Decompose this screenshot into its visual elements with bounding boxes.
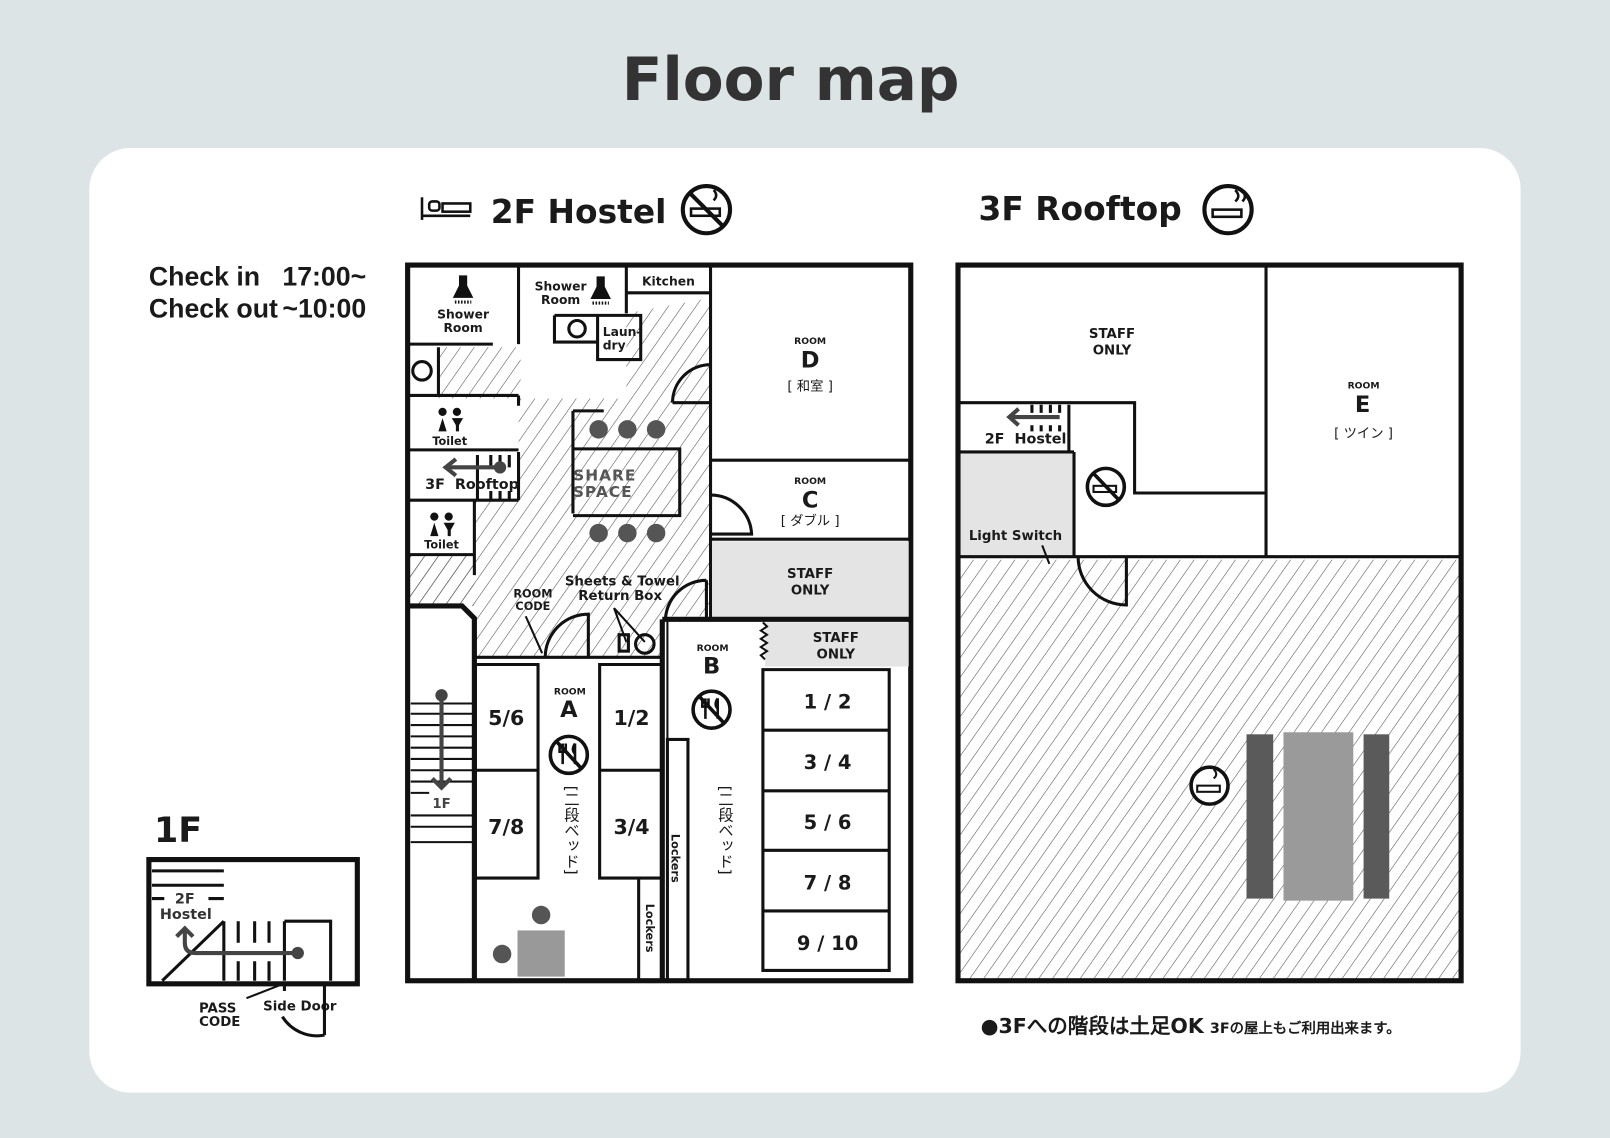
laundry-label: dry xyxy=(603,338,626,352)
page-title: Floor map xyxy=(622,46,960,115)
room-c-type: [ ダブル ] xyxy=(781,512,840,529)
return-box-label: Return Box xyxy=(578,589,662,604)
seat-icons xyxy=(589,420,666,543)
checkin-time: 17:00~ xyxy=(282,262,366,292)
stairs-2f-label: Hostel xyxy=(160,907,212,923)
no-eating-icon xyxy=(691,689,732,730)
bed-label: 3/4 xyxy=(613,815,649,839)
toilet-label: Toilet xyxy=(424,538,459,551)
staff-only-label: STAFF xyxy=(1089,327,1135,342)
no-smoking-icon xyxy=(1085,466,1127,508)
arrow-up-icon xyxy=(175,925,304,960)
room-e-label: E xyxy=(1355,392,1370,418)
staff-only-label: STAFF xyxy=(813,631,859,646)
bed-label: 7 / 8 xyxy=(804,871,852,894)
room-b-label: B xyxy=(703,654,720,680)
arrow-down-icon xyxy=(430,689,453,791)
floor3-title: 3F Rooftop xyxy=(979,190,1182,228)
toilet-icon xyxy=(430,512,455,537)
floor2-plan: Shower Room Shower Room Kitchen Laun- dr… xyxy=(405,262,914,984)
smoking-icon xyxy=(1189,765,1230,806)
arrow-left-icon xyxy=(1006,407,1060,427)
table xyxy=(517,930,565,977)
footer-note: ●3Fへの階段は土足OK 3Fの屋上もご利用出来ます。 xyxy=(981,1014,1401,1038)
floor1-title: 1F xyxy=(154,811,202,851)
lockers-label: Lockers xyxy=(669,834,682,883)
shower-room-label: Room xyxy=(541,293,580,307)
bed-icon xyxy=(420,197,472,220)
shower-icon xyxy=(590,276,611,305)
floor2-title: 2F Hostel xyxy=(491,193,667,231)
shower-room-label: Shower xyxy=(535,280,588,294)
footer-main: ●3Fへの階段は土足OK xyxy=(981,1014,1205,1038)
stairs-2f-label: 2F Hostel xyxy=(985,432,1067,448)
pass-code-label: PASS xyxy=(199,1002,236,1017)
room-b-type: [二段ベッド] xyxy=(716,786,734,875)
staff-only-label: ONLY xyxy=(817,647,856,662)
room-word: ROOM xyxy=(794,336,826,347)
floor1-plan: 1F 2F Hostel PASS CODE Side Door xyxy=(146,811,360,1038)
shower-room-label: Room xyxy=(443,321,482,335)
staff-only-label: STAFF xyxy=(787,567,833,582)
bed-label: 7/8 xyxy=(488,815,524,839)
check-times: Check in 17:00~ Check out ~10:00 xyxy=(149,262,366,324)
floor3-plan: 2F Hostel STAFF ONLY Light Switch ROOM E… xyxy=(955,262,1464,984)
bed-label: 5/6 xyxy=(488,706,524,730)
side-door-label: Side Door xyxy=(263,1000,337,1015)
smoking-icon xyxy=(1202,183,1254,236)
share-space-label: SPACE xyxy=(573,483,633,501)
room-code-label: CODE xyxy=(515,600,550,613)
light-switch-label: Light Switch xyxy=(969,529,1062,544)
washer-icon xyxy=(567,318,587,339)
bed-label: 3 / 4 xyxy=(804,751,852,774)
bed-label: 5 / 6 xyxy=(804,811,852,834)
room-word: ROOM xyxy=(554,686,586,697)
room-a-type: [二段ベッド] xyxy=(562,786,580,875)
no-smoking-icon xyxy=(680,183,733,236)
bed-label: 9 / 10 xyxy=(797,932,858,955)
checkout-label: Check out xyxy=(149,293,278,323)
footer-sub: 3Fの屋上もご利用出来ます。 xyxy=(1210,1019,1401,1037)
room-code-label: ROOM xyxy=(513,588,552,601)
shower-room-label: Shower xyxy=(437,307,490,321)
checkout-time: ~10:00 xyxy=(282,293,366,323)
bench xyxy=(1363,734,1390,899)
staff-only-label: ONLY xyxy=(1093,343,1132,358)
arrow-left-icon xyxy=(442,457,507,478)
bench xyxy=(1246,734,1274,899)
share-space-label: SHARE xyxy=(573,467,636,485)
laundry-label: Laun- xyxy=(603,325,642,339)
room-c-label: C xyxy=(802,487,819,513)
stairs-1f-label: 1F xyxy=(432,797,450,812)
room-word: ROOM xyxy=(794,476,826,487)
staff-only-label: ONLY xyxy=(791,584,830,599)
bed-label: 1/2 xyxy=(613,706,649,730)
toilet-icon xyxy=(438,407,464,432)
lockers-label: Lockers xyxy=(643,904,656,953)
room-a-label: A xyxy=(560,697,578,723)
room-d-type: [ 和室 ] xyxy=(787,377,833,394)
kitchen-label: Kitchen xyxy=(642,275,695,289)
return-box-label: Sheets & Towel xyxy=(565,574,680,589)
pass-code-label: CODE xyxy=(199,1015,240,1030)
table xyxy=(1283,732,1354,901)
shower-icon xyxy=(452,275,474,304)
stairs-2f-label: 2F xyxy=(175,892,195,908)
room-e-type: [ ツイン ] xyxy=(1334,427,1393,442)
checkin-label: Check in xyxy=(149,262,260,292)
room-d-label: D xyxy=(801,348,820,374)
no-eating-icon xyxy=(548,734,590,776)
room-word: ROOM xyxy=(697,643,729,654)
room-word: ROOM xyxy=(1348,380,1380,391)
toilet-label: Toilet xyxy=(432,435,467,448)
stairs-3f-label: 3F Rooftop xyxy=(425,477,519,493)
bed-label: 1 / 2 xyxy=(804,691,852,714)
sink-icon xyxy=(411,360,433,382)
